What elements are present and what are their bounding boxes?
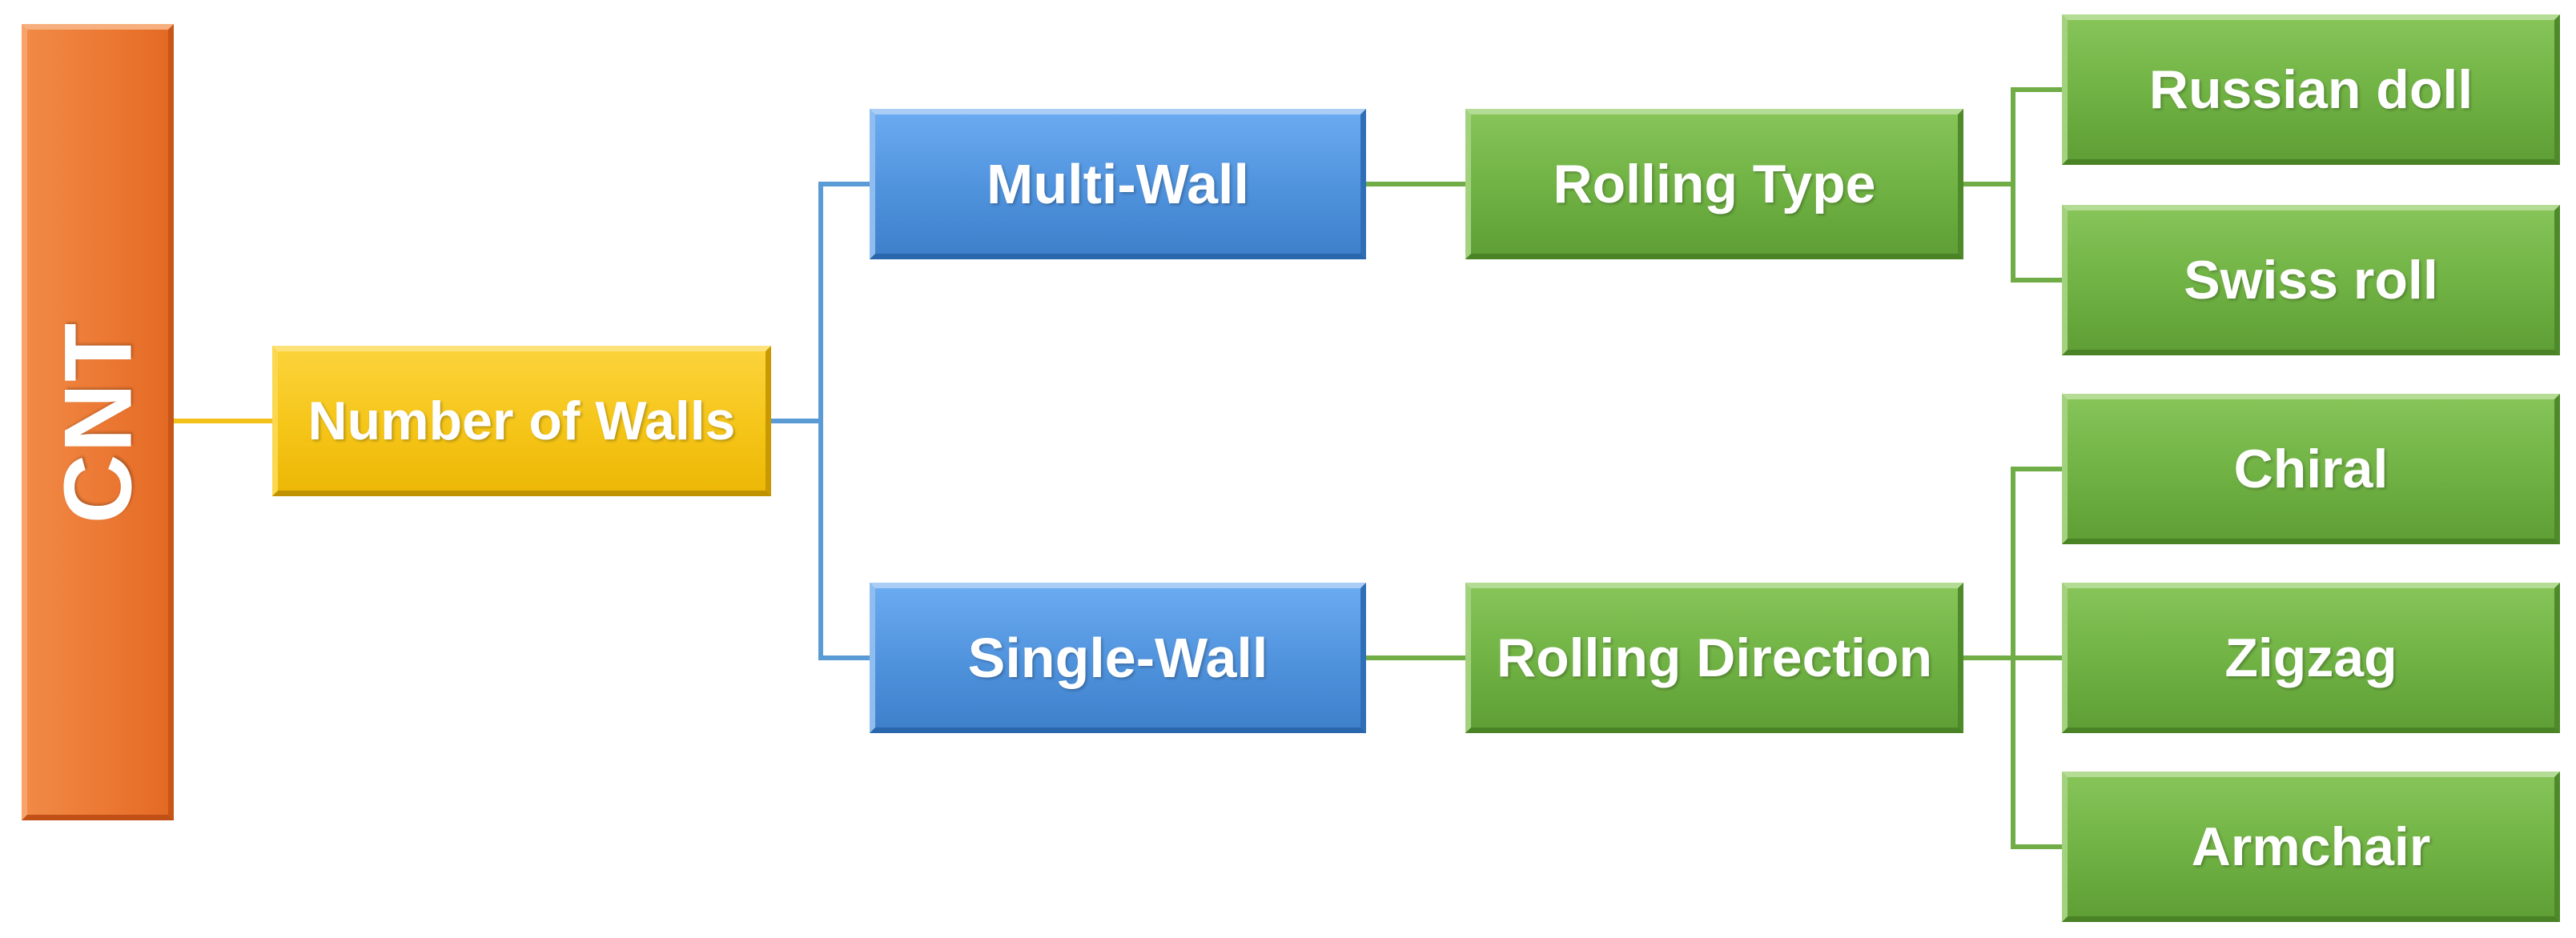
- russian-doll-node: Russian doll: [2062, 14, 2560, 165]
- single-wall-label: Single-Wall: [967, 627, 1268, 689]
- swiss-roll-node: Swiss roll: [2062, 205, 2560, 355]
- zigzag-node: Zigzag: [2062, 583, 2560, 733]
- single-wall-node: Single-Wall: [870, 583, 1366, 733]
- swiss-roll-label: Swiss roll: [2184, 250, 2438, 311]
- zigzag-label: Zigzag: [2224, 627, 2397, 688]
- number-of-walls-label: Number of Walls: [307, 391, 736, 451]
- chiral-node: Chiral: [2062, 394, 2560, 544]
- cnt-root-node: CNT: [22, 24, 174, 820]
- rolling-direction-node: Rolling Direction: [1465, 583, 1963, 733]
- rolling-direction-label: Rolling Direction: [1497, 627, 1932, 688]
- chiral-label: Chiral: [2233, 439, 2389, 499]
- rolling-type-node: Rolling Type: [1465, 109, 1963, 259]
- russian-doll-label: Russian doll: [2148, 59, 2474, 120]
- armchair-label: Armchair: [2191, 816, 2431, 877]
- armchair-node: Armchair: [2062, 772, 2560, 922]
- multi-wall-label: Multi-Wall: [987, 153, 1249, 215]
- number-of-walls-node: Number of Walls: [272, 346, 771, 496]
- multi-wall-node: Multi-Wall: [870, 109, 1366, 259]
- cnt-root-label: CNT: [44, 321, 151, 523]
- rolling-type-label: Rolling Type: [1553, 154, 1876, 214]
